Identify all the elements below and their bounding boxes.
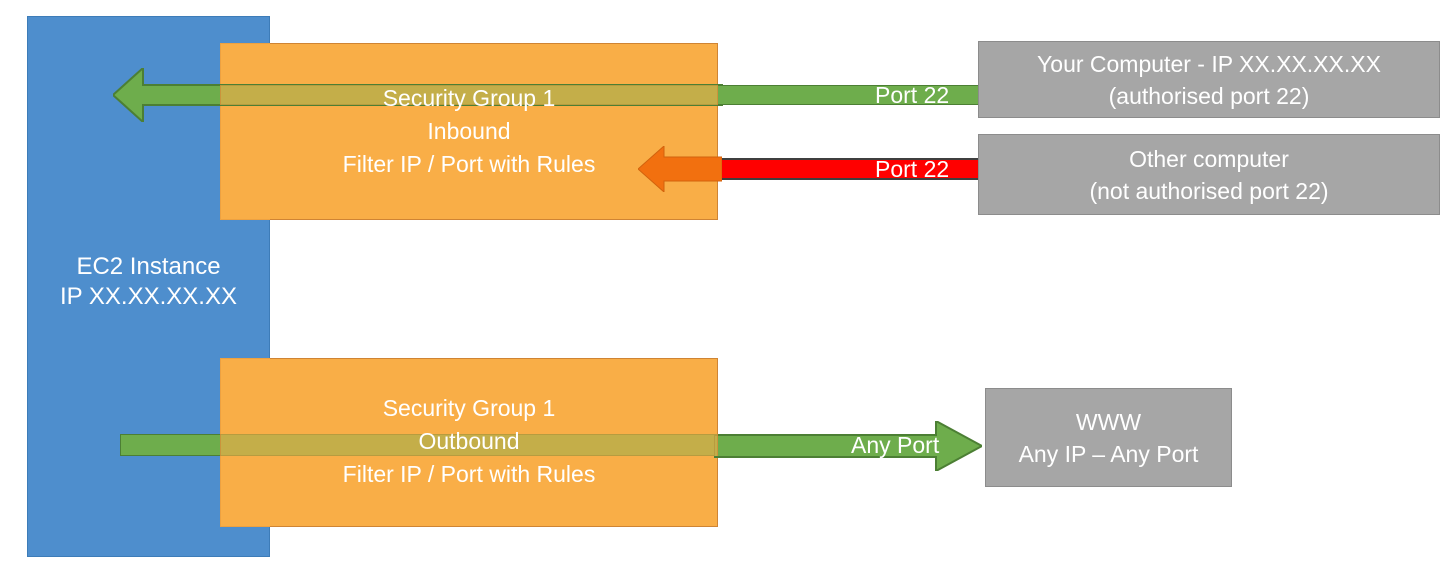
- allowed-outbound-arrow: [714, 421, 982, 471]
- ec2-instance-ip: IP XX.XX.XX.XX: [60, 283, 237, 310]
- blocked-inbound-bar: [718, 158, 978, 180]
- your-computer-subtitle: (authorised port 22): [1108, 82, 1310, 109]
- security-group-inbound-box: [220, 43, 718, 220]
- endpoint-www-box: WWW Any IP – Any Port: [985, 388, 1232, 487]
- allowed-outbound-bar: [120, 434, 720, 456]
- allowed-inbound-arrow: [113, 68, 723, 122]
- blocked-inbound-arrowhead-icon: [638, 146, 722, 192]
- allowed-inbound-bar: [718, 85, 978, 105]
- ec2-instance-label: EC2 Instance IP XX.XX.XX.XX: [27, 252, 270, 312]
- other-computer-subtitle: (not authorised port 22): [1089, 177, 1329, 204]
- endpoint-your-computer-box: Your Computer - IP XX.XX.XX.XX (authoris…: [978, 41, 1440, 118]
- your-computer-title: Your Computer - IP XX.XX.XX.XX: [1037, 50, 1381, 77]
- other-computer-title: Other computer: [1129, 145, 1289, 172]
- www-title: WWW: [1075, 408, 1142, 435]
- endpoint-other-computer-box: Other computer (not authorised port 22): [978, 134, 1440, 215]
- ec2-instance-name: EC2 Instance: [76, 253, 221, 280]
- www-subtitle: Any IP – Any Port: [1018, 440, 1199, 467]
